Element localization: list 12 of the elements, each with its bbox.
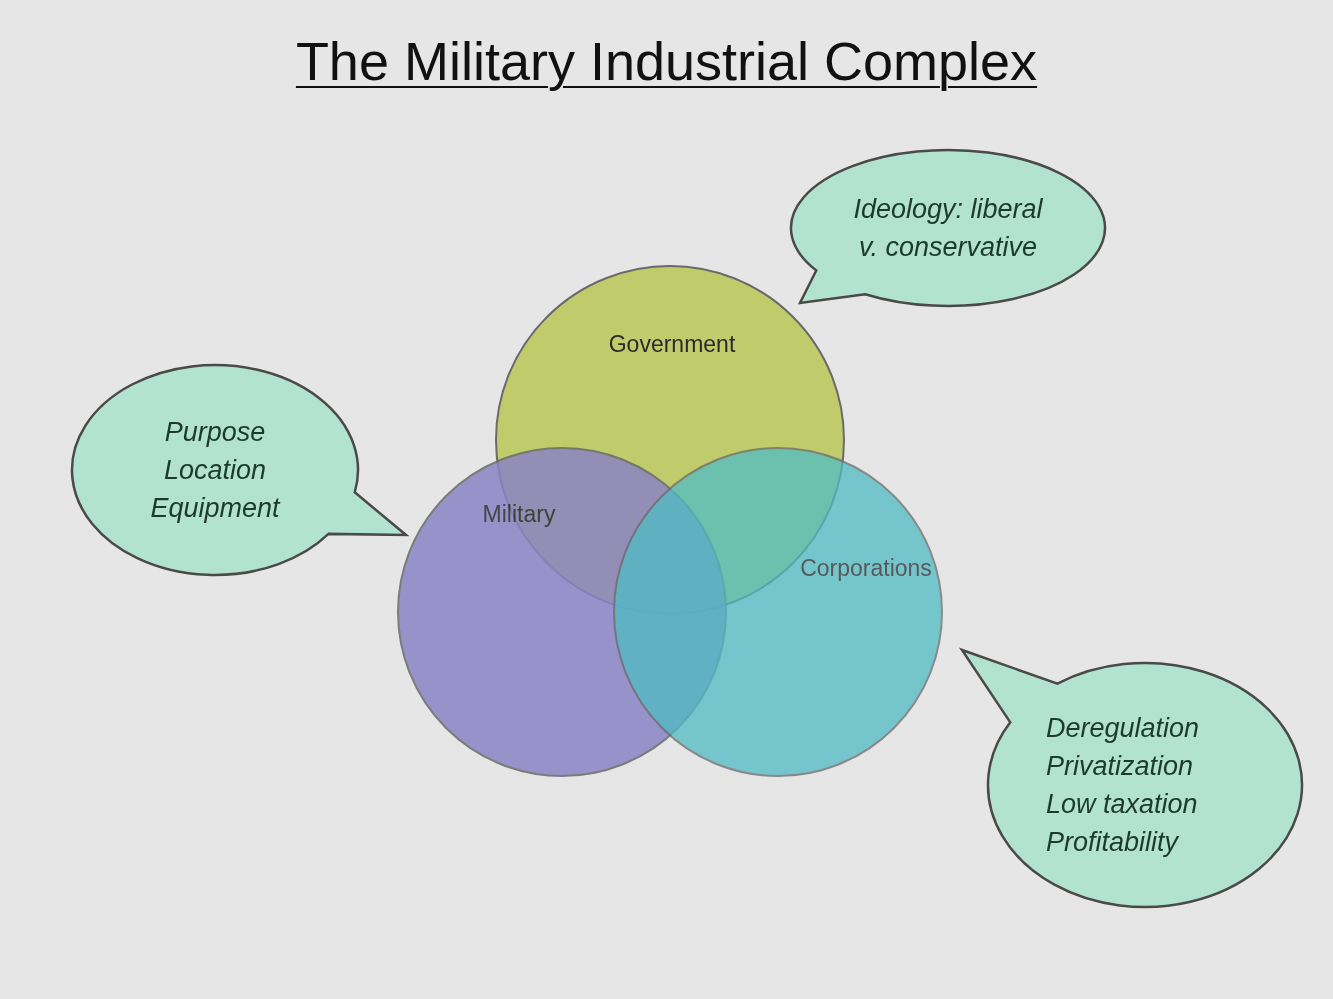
callout-text: Privatization — [1046, 750, 1194, 783]
callout-text: Purpose — [164, 416, 266, 449]
circle-label: Corporations — [800, 554, 932, 583]
callout-text: Ideology: liberal v. conservative — [852, 193, 1044, 264]
circle-label: Military — [482, 500, 556, 529]
callout-text: Profitability — [1046, 826, 1179, 859]
callout-text: Equipment — [150, 492, 280, 525]
callout-text: Location — [163, 454, 267, 487]
title: The Military Industrial Complex — [295, 30, 1038, 93]
callout-text: Low taxation — [1046, 788, 1198, 821]
circle-label: Government — [608, 330, 736, 359]
callout-text: Deregulation — [1046, 712, 1200, 745]
